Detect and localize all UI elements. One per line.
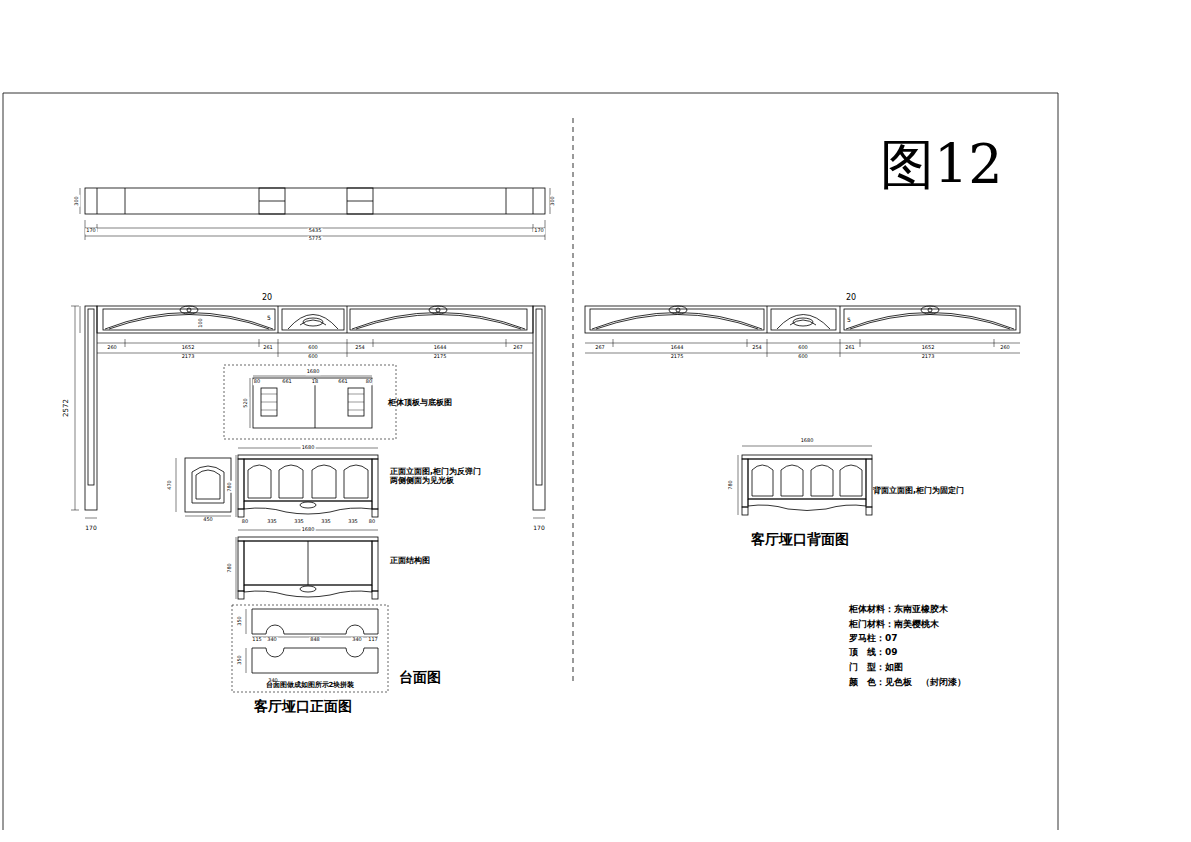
- dimension-value: 170: [85, 228, 97, 234]
- dimension-value: 450: [202, 517, 214, 523]
- counter-top: [232, 605, 388, 692]
- front-elevation: [71, 306, 545, 518]
- dimension-value: 18: [311, 379, 319, 385]
- dimension-value: 260: [106, 345, 118, 351]
- dimension-value: 780: [227, 481, 233, 493]
- dimension-value: 335: [293, 519, 305, 525]
- sheet-title: 图12: [880, 138, 1003, 192]
- dimension-value: 170: [533, 228, 545, 234]
- dimension-value: 300: [550, 195, 556, 207]
- dimension-value: 260: [999, 345, 1011, 351]
- dimension-value: 80: [241, 519, 249, 525]
- split-line: [573, 118, 574, 685]
- dimension-value: 80: [253, 379, 261, 385]
- dimension-value: 335: [266, 519, 278, 525]
- dimension-value: 600: [307, 354, 319, 360]
- dimension-value: 848: [309, 637, 321, 643]
- dimension-value: 1680: [301, 527, 316, 533]
- dimension-value: 2175: [670, 354, 685, 360]
- dimension-value: 1680: [301, 445, 316, 451]
- dimension-value: 2173: [921, 354, 936, 360]
- dimension-value: 5: [846, 317, 852, 324]
- dimension-value: 470: [167, 479, 173, 491]
- dimension-value: 2173: [181, 354, 196, 360]
- dimension-value: 600: [797, 354, 809, 360]
- note-text: 背面立面图,柜门为固定门: [872, 487, 965, 496]
- view-caption: 台面图: [398, 670, 442, 685]
- dimension-value: 115: [251, 637, 263, 643]
- dimension-value: 600: [307, 345, 319, 351]
- note-text: 20: [845, 294, 857, 303]
- note-text: 柜门材料：南美樱桃木: [848, 620, 940, 630]
- dimension-value: 1652: [921, 345, 936, 351]
- note-text: 柜体顶板与底板图: [387, 399, 453, 408]
- note-text: 正面立面图,柜门为反弹门 两侧侧面为见光板: [389, 468, 491, 486]
- dimension-value: 170: [84, 525, 97, 532]
- dimension-value: 267: [512, 345, 524, 351]
- dimension-value: 254: [354, 345, 366, 351]
- note-text: 罗马柱：07: [848, 634, 899, 644]
- note-text: 20: [261, 294, 273, 303]
- dimension-value: 5775: [308, 236, 323, 242]
- cabinet-back: [738, 446, 872, 515]
- dimension-value: 267: [594, 345, 606, 351]
- dimension-value: 300: [74, 195, 80, 207]
- dimension-value: 780: [728, 479, 734, 491]
- dimension-value: 1652: [181, 345, 196, 351]
- view-caption: 客厅垭口正面图: [253, 699, 353, 714]
- dimension-value: 1644: [670, 345, 685, 351]
- dimension-value: 170: [532, 525, 545, 532]
- dimension-value: 1680: [306, 369, 321, 375]
- dimension-value: 5435: [308, 228, 323, 234]
- dimension-value: 261: [844, 345, 856, 351]
- note-text: 柜体材料：东南亚橡胶木: [848, 605, 949, 615]
- dimension-value: 80: [368, 519, 376, 525]
- dimension-value: 335: [347, 519, 359, 525]
- sheet-frame: [3, 93, 1058, 830]
- dimension-value: 117: [367, 637, 379, 643]
- dimension-value: 5: [266, 315, 272, 322]
- note-text: 台面图做成如图所示2块拼装: [265, 682, 356, 690]
- dimension-value: 600: [797, 345, 809, 351]
- dimension-value: 520: [243, 397, 249, 409]
- cabinet-front: [236, 448, 378, 517]
- dimension-value: 100: [198, 317, 204, 329]
- dimension-value: 254: [751, 345, 763, 351]
- note-text: 门 型：如图: [848, 663, 904, 673]
- back-elevation: [585, 306, 1020, 357]
- plate-plan: [224, 365, 396, 439]
- top-view: [80, 188, 550, 240]
- dimension-value: 340: [351, 637, 363, 643]
- dimension-value: 261: [262, 345, 274, 351]
- dimension-value: 80: [365, 379, 373, 385]
- dimension-value: 350: [237, 615, 243, 627]
- door-detail: [176, 458, 231, 516]
- note-text: 颜 色：见色板 （封闭漆）: [848, 678, 967, 688]
- dimension-value: 661: [281, 379, 293, 385]
- dimension-value: 1644: [433, 345, 448, 351]
- view-caption: 客厅垭口背面图: [750, 532, 850, 547]
- dimension-value: 661: [337, 379, 349, 385]
- dimension-value: 350: [237, 654, 243, 666]
- note-text: 2572: [63, 398, 71, 418]
- dimension-value: 1680: [800, 438, 815, 444]
- dimension-value: 780: [227, 562, 233, 574]
- note-text: 顶 线：09: [848, 648, 899, 658]
- dimension-value: 335: [320, 519, 332, 525]
- note-text: 正面结构图: [389, 557, 431, 566]
- dimension-value: 340: [266, 637, 278, 643]
- dimension-value: 2175: [433, 354, 448, 360]
- cabinet-structure: [236, 530, 378, 599]
